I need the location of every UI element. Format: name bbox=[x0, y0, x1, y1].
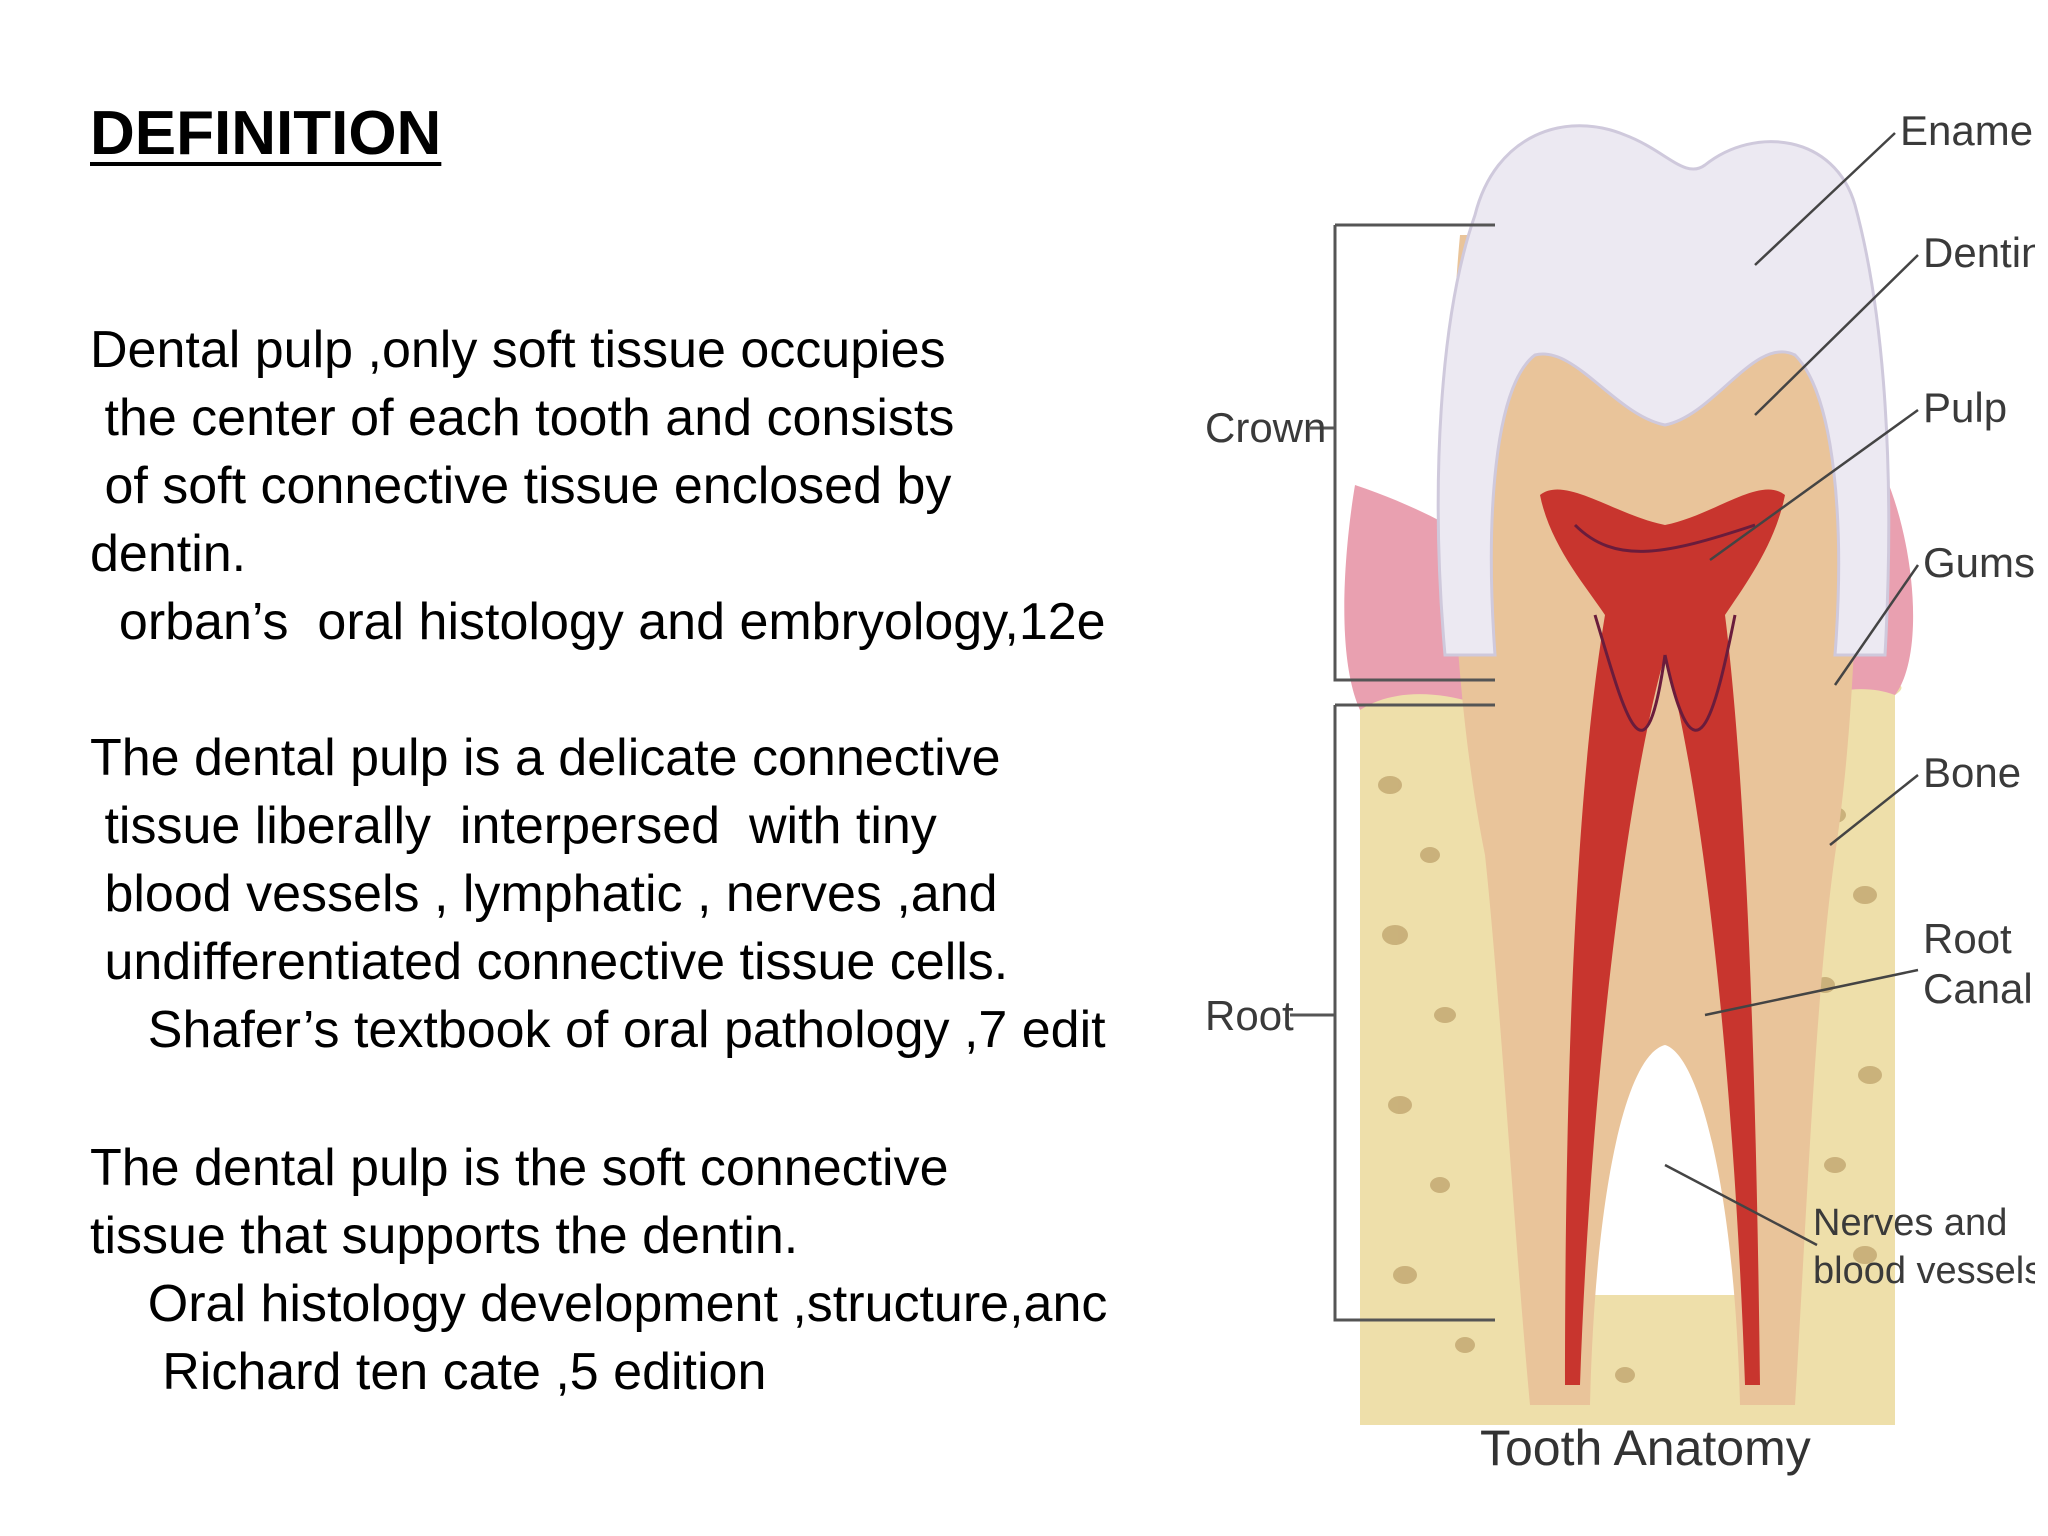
pulp-region bbox=[1540, 489, 1785, 1385]
slide-title: DEFINITION bbox=[90, 99, 442, 168]
text-line: tissue that supports the dentin. bbox=[90, 1207, 799, 1265]
root-bracket bbox=[1333, 703, 1495, 1322]
label-root-canal-line1: Root bbox=[1923, 915, 2012, 962]
text-line: The dental pulp is a delicate connective bbox=[90, 729, 1001, 787]
text-line: tissue liberally interpersed with tiny bbox=[90, 797, 937, 855]
label-root: Root bbox=[1205, 992, 1294, 1039]
text-line: blood vessels , lymphatic , nerves ,and bbox=[90, 865, 998, 923]
bone-base bbox=[1360, 1295, 1895, 1425]
citation-line: Shafer’s textbook of oral pathology ,7 e… bbox=[90, 1001, 1106, 1059]
label-gums: Gums bbox=[1923, 539, 2035, 586]
citation-line: Richard ten cate ,5 edition bbox=[90, 1343, 767, 1401]
tooth-anatomy-diagram: Enamel Dentin Pulp Gums Bone Root Canal … bbox=[1205, 107, 2035, 1476]
text-line: Dental pulp ,only soft tissue occupies bbox=[90, 321, 946, 379]
crown-bracket bbox=[1333, 223, 1495, 682]
tooth-anatomy-figure: Enamel Dentin Pulp Gums Bone Root Canal … bbox=[1195, 95, 2035, 1495]
label-crown: Crown bbox=[1205, 404, 1326, 451]
figure-title: Tooth Anatomy bbox=[1480, 1420, 1811, 1476]
text-line: The dental pulp is the soft connective bbox=[90, 1139, 949, 1197]
label-root-canal-line2: Canal bbox=[1923, 965, 2033, 1012]
leader-lines bbox=[1664, 132, 1920, 1247]
label-nerves-line2: blood vessels bbox=[1813, 1250, 2035, 1292]
citation-line: Oral histology development ,structure,an… bbox=[90, 1275, 1108, 1333]
label-nerves-line1: Nerves and bbox=[1813, 1202, 2007, 1244]
text-line: the center of each tooth and consists bbox=[90, 389, 955, 447]
citation-line: orban’s oral histology and embryology,12… bbox=[90, 593, 1106, 651]
text-line: undifferentiated connective tissue cells… bbox=[90, 933, 1009, 991]
blood-vessels bbox=[1573, 523, 1756, 732]
label-dentin: Dentin bbox=[1923, 229, 2035, 276]
bone-texture bbox=[1378, 776, 1882, 1383]
definition-text: Dental pulp ,only soft tissue occupies t… bbox=[90, 320, 1197, 1420]
text-line: of soft connective tissue enclosed by bbox=[90, 457, 952, 515]
enamel-region bbox=[1436, 124, 1891, 657]
label-enamel: Enamel bbox=[1900, 107, 2035, 154]
label-bone: Bone bbox=[1923, 749, 2021, 796]
label-pulp: Pulp bbox=[1923, 384, 2007, 431]
text-line: dentin. bbox=[90, 525, 247, 583]
